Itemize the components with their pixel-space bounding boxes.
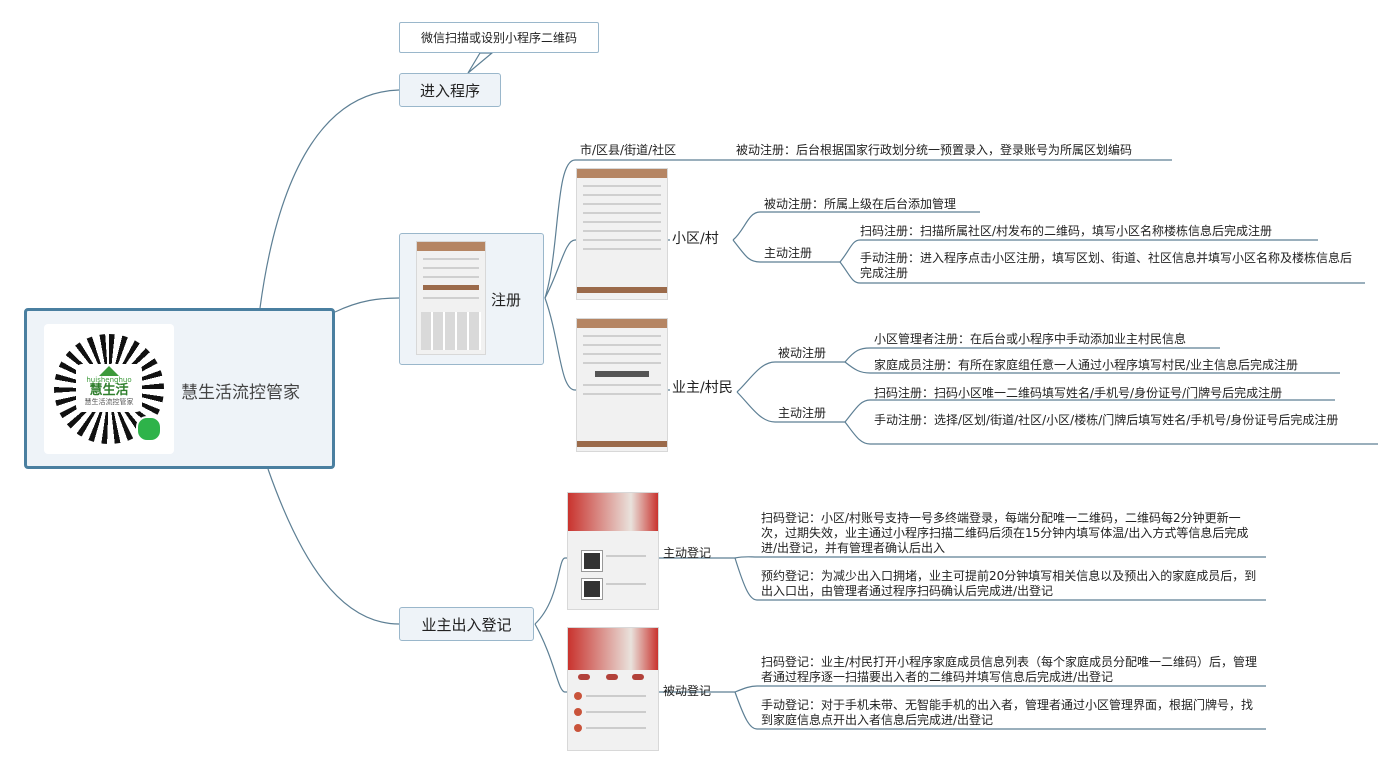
- owner-passive-family: 家庭成员注册：有所在家庭组任意一人通过小程序填写村民/业主信息后完成注册: [874, 358, 1298, 373]
- root-qr-code: huishenghuo 慧生活 慧生活流控管家: [44, 324, 174, 454]
- register-screenshot: [416, 241, 486, 355]
- owner-passive-admin: 小区管理者注册：在后台或小程序中手动添加业主村民信息: [874, 332, 1186, 347]
- owner-label: 业主/村民: [672, 379, 733, 397]
- owner-screenshot: [576, 318, 668, 452]
- owner-active-scan: 扫码注册：扫码小区唯一二维码填写姓名/手机号/身份证号/门牌号后完成注册: [874, 386, 1282, 401]
- active-checkin-screenshot: [567, 492, 659, 610]
- miniprogram-icon: [136, 416, 162, 442]
- register-label: 注册: [491, 289, 521, 310]
- city-passive: 被动注册：后台根据国家行政划分统一预置录入，登录账号为所属区划编码: [736, 143, 1132, 158]
- qr-brand: 慧生活: [76, 384, 142, 398]
- checkin-label: 业主出入登记: [421, 614, 511, 635]
- entry-node[interactable]: 进入程序: [399, 73, 501, 107]
- qr-subtitle: 慧生活流控管家: [76, 398, 142, 407]
- passive-checkin-manual: 手动登记：对于手机未带、无智能手机的出入者，管理者通过小区管理界面，根据门牌号，…: [761, 698, 1261, 728]
- checkin-node[interactable]: 业主出入登记: [399, 607, 534, 641]
- passive-checkin-screenshot: [567, 627, 659, 751]
- house-icon: [99, 366, 119, 376]
- entry-callout: 微信扫描或设别小程序二维码: [399, 22, 599, 53]
- active-checkin-label: 主动登记: [663, 546, 711, 561]
- root-title: 慧生活流控管家: [181, 378, 300, 403]
- community-active-scan: 扫码注册：扫描所属社区/村发布的二维码，填写小区名称楼栋信息后完成注册: [860, 224, 1272, 239]
- community-active-label: 主动注册: [764, 246, 812, 261]
- community-active-manual: 手动注册：进入程序点击小区注册，填写区划、街道、社区信息并填写小区名称及楼栋信息…: [860, 251, 1360, 281]
- community-screenshot: [576, 168, 668, 300]
- city-label: 市/区县/街道/社区: [580, 143, 676, 158]
- passive-checkin-label: 被动登记: [663, 684, 711, 699]
- community-label: 小区/村: [672, 230, 719, 248]
- passive-checkin-scan: 扫码登记：业主/村民打开小程序家庭成员信息列表（每个家庭成员分配唯一二维码）后，…: [761, 655, 1261, 685]
- community-passive: 被动注册：所属上级在后台添加管理: [764, 197, 956, 212]
- qr-center-logo: huishenghuo 慧生活 慧生活流控管家: [76, 364, 142, 412]
- owner-passive-label: 被动注册: [778, 346, 826, 361]
- active-checkin-appointment: 预约登记：为减少出入口拥堵，业主可提前20分钟填写相关信息以及预出入的家庭成员后…: [761, 569, 1261, 599]
- entry-label: 进入程序: [420, 80, 480, 101]
- owner-active-label: 主动注册: [778, 406, 826, 421]
- active-checkin-scan: 扫码登记：小区/村账号支持一号多终端登录，每端分配唯一二维码，二维码每2分钟更新…: [761, 511, 1261, 556]
- owner-active-manual: 手动注册：选择/区划/街道/社区/小区/楼栋/门牌后填写姓名/手机号/身份证号后…: [874, 413, 1374, 428]
